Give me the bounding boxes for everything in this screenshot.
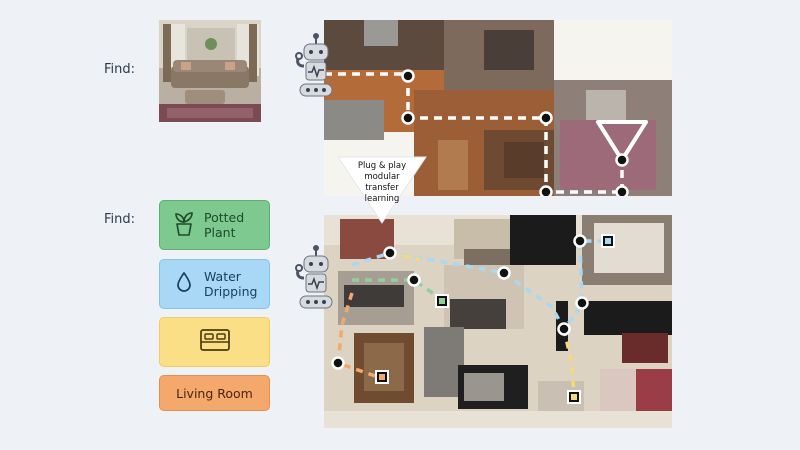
top-waypoint-4 (539, 185, 553, 196)
top-waypoint-1 (401, 69, 415, 83)
bottom-waypoint-5 (575, 296, 589, 310)
transfer-learning-callout (337, 156, 427, 224)
goal-card-bed (159, 317, 270, 367)
bottom-waypoint-7 (331, 356, 345, 370)
water-dripping-label-1: Water (204, 269, 241, 284)
find-label-image-goal: Find: (104, 62, 136, 77)
bed-icon (199, 328, 231, 356)
transfer-learning-text: Plug & play modular transfer learning (357, 161, 407, 204)
living-room-label: Living Room (176, 385, 253, 401)
find-label-multi-goal: Find: (104, 212, 136, 227)
bottom-waypoint-2 (407, 273, 421, 287)
top-waypoint-5 (615, 185, 629, 196)
top-waypoint-3 (539, 111, 553, 125)
potted-plant-label-2: Plant (204, 225, 236, 240)
goal-card-potted-plant: Potted Plant (159, 200, 270, 250)
water-drop-icon (176, 271, 192, 297)
goal-viewpoint-point (615, 153, 629, 167)
bottom-waypoint-3 (497, 266, 511, 280)
robot-icon-top (294, 32, 338, 104)
bottom-waypoint-4 (573, 234, 587, 248)
top-waypoint-2 (401, 111, 415, 125)
goal-viewpoint-triangle (596, 120, 648, 162)
bottom-waypoint-6 (557, 322, 571, 336)
potted-plant-label-1: Potted (204, 210, 245, 225)
bottom-map-view (324, 215, 672, 428)
goal-image-living-room (159, 20, 261, 122)
goal-card-water-dripping: Water Dripping (159, 259, 270, 309)
potted-plant-icon (174, 210, 194, 240)
water-dripping-label-2: Dripping (204, 284, 258, 299)
goal-card-living-room: Living Room (159, 375, 270, 411)
robot-icon-bottom (294, 244, 338, 316)
bottom-waypoint-1 (383, 246, 397, 260)
